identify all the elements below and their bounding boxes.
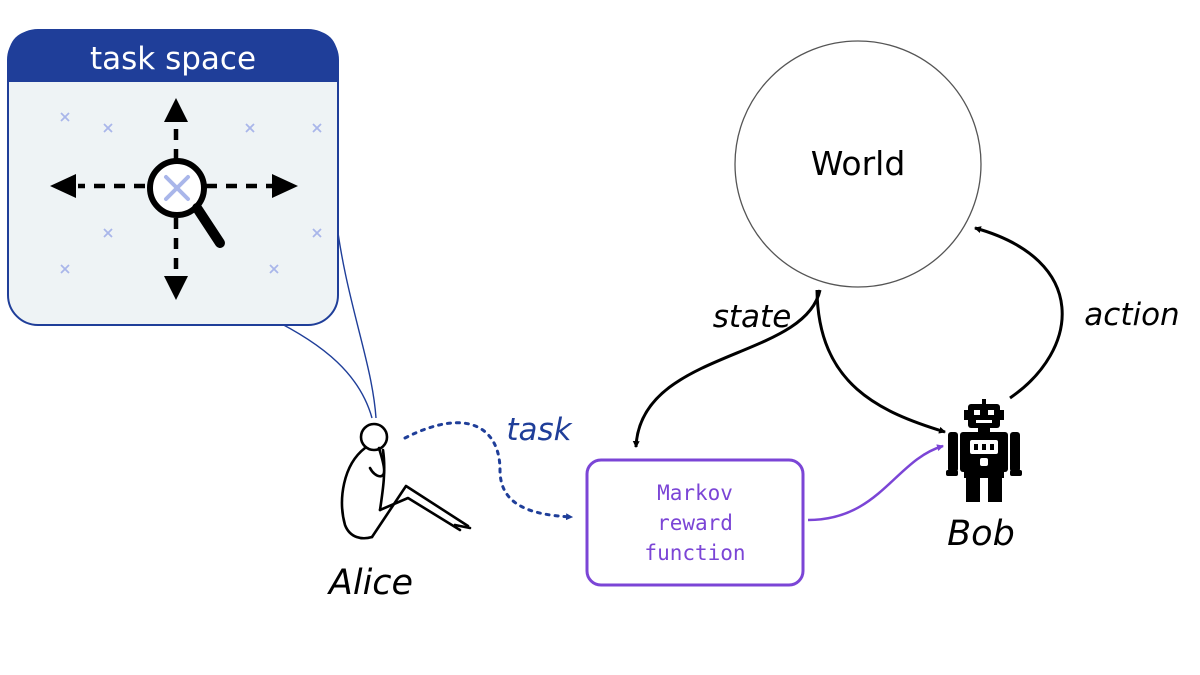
reward-function-box: Markov reward function: [585, 458, 805, 587]
task-marker: [312, 123, 322, 133]
action-label: action: [1084, 297, 1179, 333]
arrow-down-icon: [164, 276, 188, 300]
world-to-bob-arrow: [815, 289, 947, 434]
task-markers: [60, 112, 322, 274]
callout-tail-left: [269, 317, 373, 419]
task-space-callout: task space: [7, 29, 377, 419]
reward-line-2: reward: [657, 511, 733, 535]
task-marker: [245, 123, 255, 133]
magnifier-icon: [147, 158, 225, 248]
task-space-title: task space: [90, 41, 256, 77]
world-edges: [632, 226, 1064, 449]
state-arrow: [632, 289, 822, 449]
task-marker: [60, 264, 70, 274]
callout-tail-right: [334, 209, 377, 419]
arrow-left-icon: [50, 174, 76, 198]
alice-label: Alice: [327, 563, 413, 603]
arrow-up-icon: [164, 98, 188, 122]
action-arrow: [973, 226, 1064, 400]
thinking-person-icon: [340, 422, 472, 540]
task-label: task: [506, 412, 572, 448]
reward-box-border: [585, 458, 805, 587]
search-directions: [78, 122, 272, 272]
search-arrowheads: [50, 98, 298, 300]
task-marker: [269, 264, 279, 274]
reward-to-bob-arrow: [807, 444, 945, 522]
reward-line-3: function: [644, 541, 745, 565]
world-circle: [734, 40, 982, 288]
reward-line-1: Markov: [657, 481, 733, 505]
world-label: World: [811, 144, 906, 183]
task-marker: [103, 123, 113, 133]
task-space-header: [8, 30, 338, 82]
robot-chest-panel: [974, 444, 994, 450]
state-label: state: [713, 299, 792, 335]
bob-label: Bob: [947, 514, 1015, 554]
task-marker: [60, 112, 70, 122]
task-marker: [103, 228, 113, 238]
world-node: World: [734, 40, 982, 288]
arrow-right-icon: [272, 174, 298, 198]
task-marker: [312, 228, 322, 238]
task-arrow: [403, 421, 574, 521]
